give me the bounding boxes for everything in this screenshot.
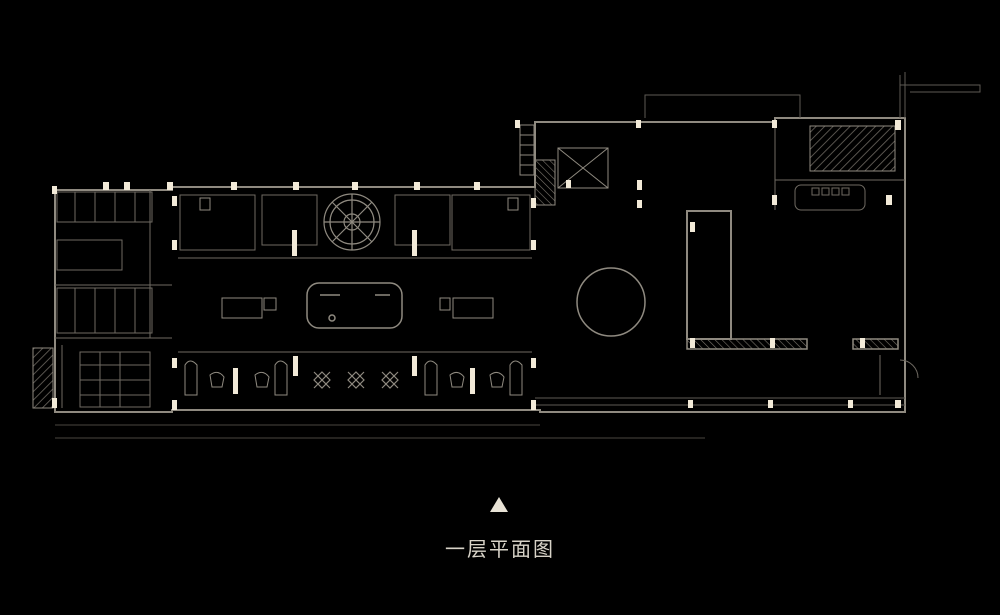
wall-hatch-left <box>534 159 556 206</box>
central-counter <box>306 282 403 329</box>
light-fixtures <box>52 120 901 410</box>
lower-seating <box>184 360 523 396</box>
lounge-groups <box>199 197 519 319</box>
counter-right <box>852 338 899 350</box>
stair-left <box>32 347 54 409</box>
cross-tables <box>313 371 399 389</box>
drawing-caption: 一层平面图 <box>445 537 555 561</box>
north-arrow-icon <box>490 497 508 512</box>
elevator-core <box>519 124 609 189</box>
bar-counter-foot <box>686 338 808 350</box>
round-display <box>576 267 646 337</box>
spiral-stair <box>323 193 381 251</box>
stair-core-hatch <box>809 125 896 172</box>
upper-booths <box>178 194 532 353</box>
restrooms <box>55 190 172 339</box>
upper-right-extension <box>644 72 981 118</box>
office-desks <box>61 345 151 408</box>
outer-walls <box>54 117 906 439</box>
right-area-details <box>774 120 919 395</box>
